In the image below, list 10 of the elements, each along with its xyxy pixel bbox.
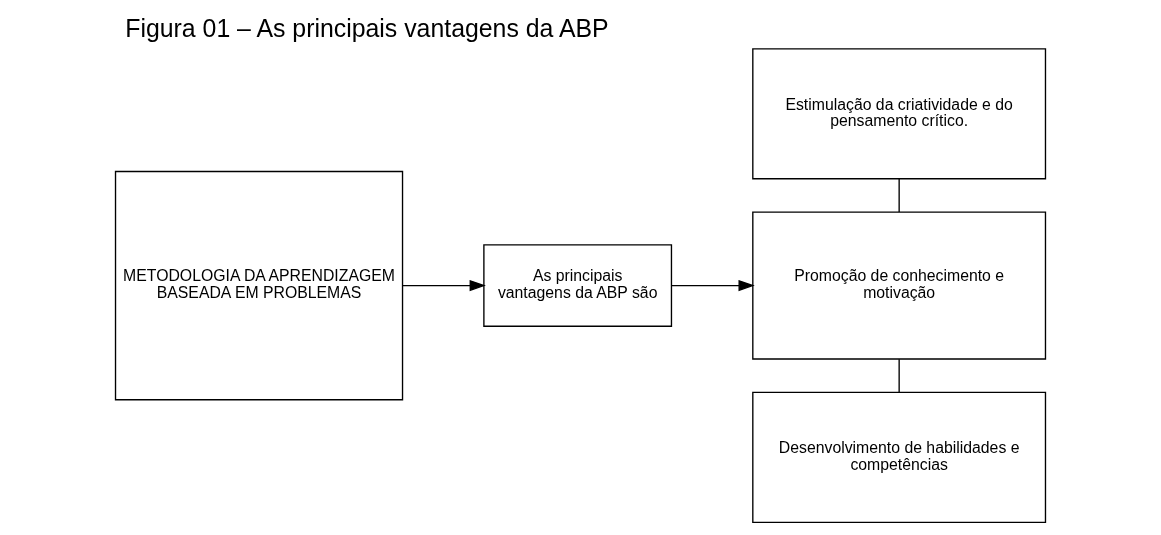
node-box: Estimulação da criatividade e do pensamento crítico.	[752, 48, 1047, 180]
node-box: METODOLOGIA DA APRENDIZAGEM BASEADA EM PROBLEMAS	[114, 170, 404, 401]
diagram-title: Figura 01 – As principais vantagens da ABP	[125, 15, 609, 43]
node-box: Promoção de conhecimento e motivação	[752, 211, 1047, 360]
connector	[898, 178, 900, 213]
node-box: As principais vantagens da ABP são	[483, 244, 673, 327]
node-box: Desenvolvimento de habilidades e competências	[752, 391, 1047, 523]
arrow	[670, 279, 755, 292]
connector	[898, 358, 900, 393]
arrow	[401, 279, 486, 292]
